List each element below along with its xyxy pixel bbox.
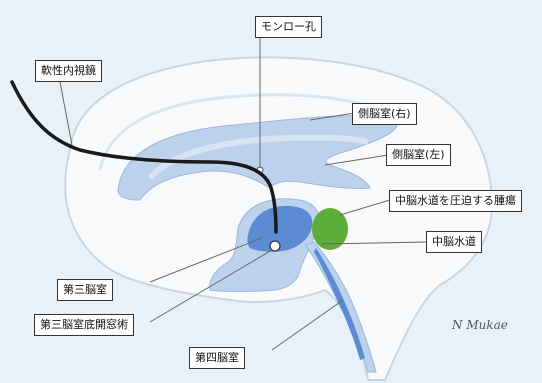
label-lateral-left: 側脳室(左) xyxy=(386,144,451,166)
label-endoscope: 軟性内視鏡 xyxy=(35,60,102,82)
leader-fourth-ventricle xyxy=(271,299,344,351)
label-third-ventricle: 第三脳室 xyxy=(57,279,113,301)
fourth-ventricle-core xyxy=(314,248,365,360)
leader-lateral-left xyxy=(324,154,389,166)
label-lateral-right: 側脳室(右) xyxy=(352,103,417,125)
leader-endoscope xyxy=(59,81,73,146)
label-aqueduct: 中脳水道 xyxy=(426,231,482,253)
third-ventricle xyxy=(247,205,313,252)
leader-third-ventricle xyxy=(149,237,263,283)
tumor-mass xyxy=(312,208,348,250)
label-third-floor: 第三脳室底開窓術 xyxy=(34,314,134,336)
label-fourth-ventricle: 第四脳室 xyxy=(189,347,245,369)
leader-lines xyxy=(59,38,428,351)
label-monro: モンロー孔 xyxy=(255,16,322,38)
artist-signature: N Mukae xyxy=(452,318,508,332)
third-floor-opening xyxy=(269,240,281,252)
leader-lateral-right xyxy=(309,112,356,121)
endoscope-line xyxy=(10,80,278,234)
leader-third-floor xyxy=(149,249,273,323)
label-tumor: 中脳水道を圧迫する腫瘍 xyxy=(389,190,522,212)
leader-tumor xyxy=(339,199,391,216)
leader-aqueduct xyxy=(321,241,428,245)
